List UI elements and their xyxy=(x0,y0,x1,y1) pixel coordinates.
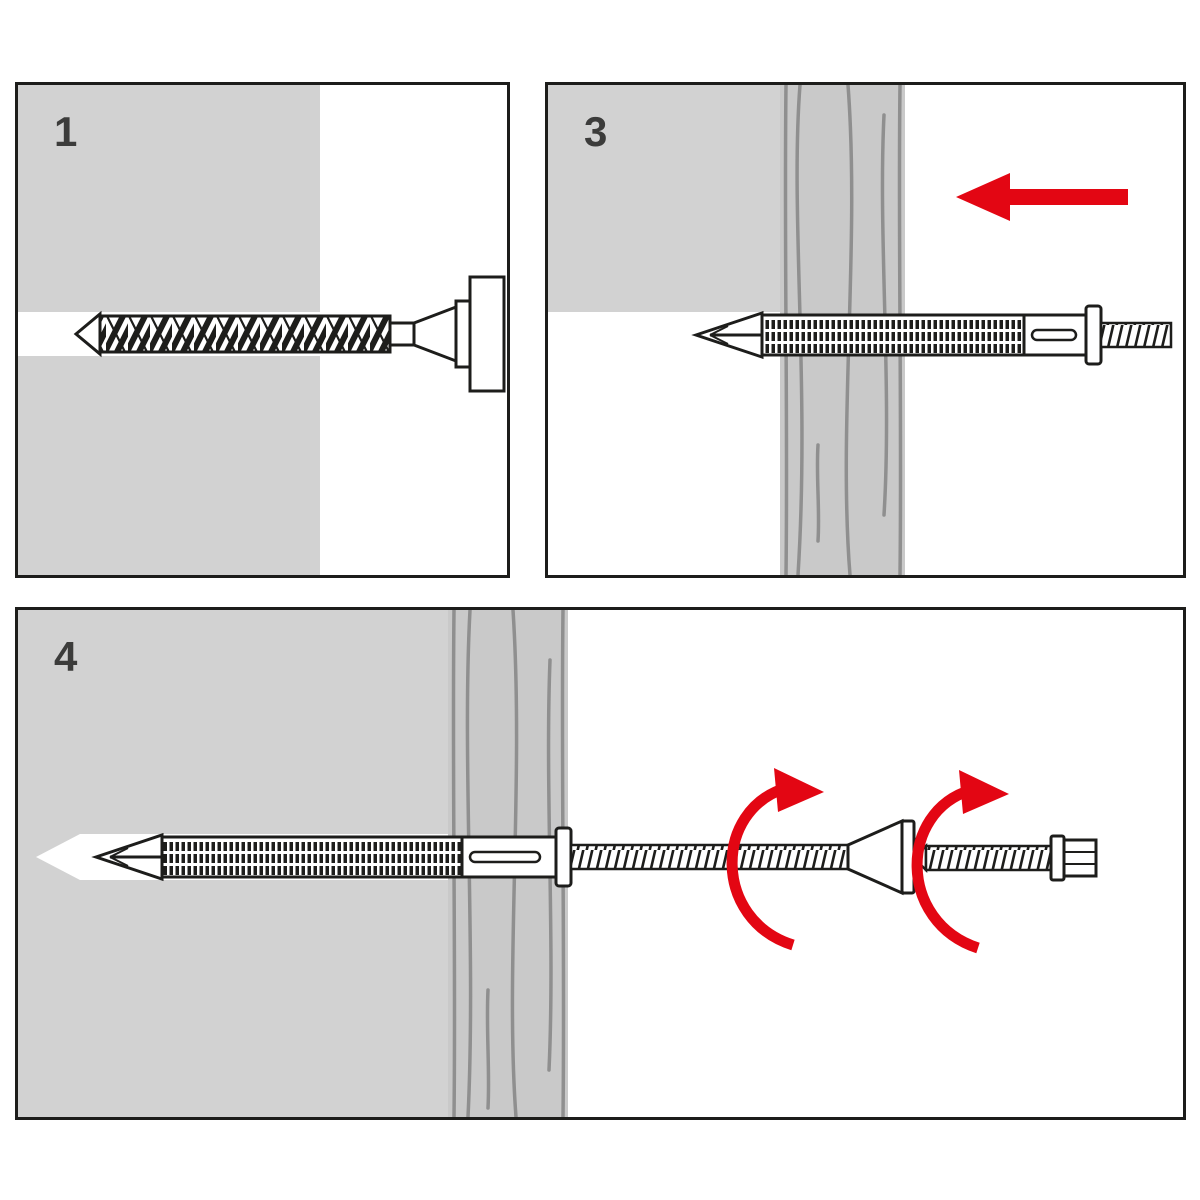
anchor-neck xyxy=(460,835,558,879)
countersunk-head-cone xyxy=(846,818,904,896)
step-number-1: 1 xyxy=(54,108,78,155)
rotation-arrow-hex xyxy=(911,770,1009,954)
drill-chuck xyxy=(388,275,506,393)
step-number-3: 3 xyxy=(584,108,608,155)
panel-step-3: 3 xyxy=(545,82,1186,578)
hex-screw-thread xyxy=(924,844,1053,872)
hex-head-screw xyxy=(912,834,1098,882)
screw-stub xyxy=(1099,321,1173,349)
screw-thread xyxy=(569,843,850,871)
anchor-flange xyxy=(1084,304,1103,366)
step-3-illustration xyxy=(548,85,1173,575)
rotation-arrow-countersunk xyxy=(726,768,824,951)
anchor-expansion-zone xyxy=(160,835,464,879)
step-4-illustration xyxy=(18,610,1098,1117)
insert-direction-arrow xyxy=(956,173,1128,221)
hex-head-facets xyxy=(1064,851,1096,865)
drill-bit xyxy=(73,310,392,358)
anchor-plug xyxy=(91,826,573,888)
step-1-illustration xyxy=(18,85,506,575)
anchor-plug xyxy=(691,304,1173,366)
wall-surface xyxy=(548,85,780,312)
anchor-flange xyxy=(554,826,573,888)
countersunk-screw xyxy=(569,818,916,896)
hex-screw-head xyxy=(1062,838,1098,878)
step-number-4: 4 xyxy=(54,633,78,680)
anchor-neck xyxy=(1022,313,1088,357)
anchor-expansion-zone xyxy=(760,313,1026,357)
panel-step-1: 1 xyxy=(15,82,510,578)
panel-step-4: 4 xyxy=(15,607,1186,1120)
hex-screw-washer-flange xyxy=(1049,834,1066,882)
